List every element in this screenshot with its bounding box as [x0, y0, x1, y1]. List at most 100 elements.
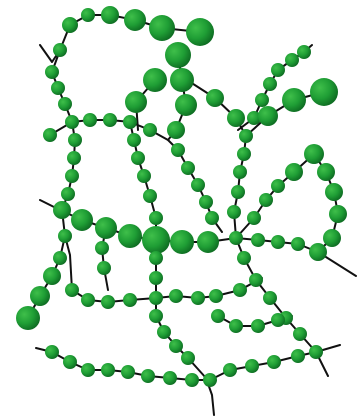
chain-line [156, 240, 206, 378]
bead [245, 359, 259, 373]
bead [304, 144, 324, 164]
bead [65, 283, 79, 297]
bead [171, 143, 185, 157]
bead [149, 15, 175, 41]
bead [157, 325, 171, 339]
bead [143, 123, 157, 137]
bead-layer [16, 6, 347, 387]
bead [291, 237, 305, 251]
bead [310, 78, 338, 106]
bead [169, 289, 183, 303]
bead [285, 163, 303, 181]
bead [191, 178, 205, 192]
bead [271, 63, 285, 77]
bead [123, 293, 137, 307]
bead [123, 115, 137, 129]
bead [259, 193, 273, 207]
bead [149, 291, 163, 305]
bead [101, 6, 119, 24]
bead [97, 261, 111, 275]
bead [58, 229, 72, 243]
bead [53, 251, 67, 265]
bead [206, 89, 224, 107]
bead [149, 211, 163, 225]
bead [149, 251, 163, 265]
bead [170, 68, 194, 92]
bead [175, 94, 197, 116]
bead [237, 251, 251, 265]
bead [251, 233, 265, 247]
bead [81, 8, 95, 22]
bead [239, 129, 253, 143]
bead [271, 235, 285, 249]
bead [68, 133, 82, 147]
bead [271, 179, 285, 193]
bead [118, 224, 142, 248]
bead [101, 295, 115, 309]
bead [65, 169, 79, 183]
bead [267, 355, 281, 369]
bead [293, 327, 307, 341]
bead [61, 187, 75, 201]
bead [191, 291, 205, 305]
bead [16, 306, 40, 330]
bead [205, 211, 219, 225]
bead [81, 363, 95, 377]
bead [53, 43, 67, 57]
bead [258, 106, 278, 126]
bead [149, 309, 163, 323]
bead [45, 345, 59, 359]
bead [263, 291, 277, 305]
bead [229, 231, 243, 245]
bead [185, 373, 199, 387]
bead [309, 243, 327, 261]
bead [231, 185, 245, 199]
bead [143, 189, 157, 203]
bead [81, 293, 95, 307]
bead [209, 289, 223, 303]
bead [43, 267, 61, 285]
bead [297, 45, 311, 59]
bead [237, 147, 251, 161]
bead [71, 209, 93, 231]
bead [233, 165, 247, 179]
bead [229, 319, 243, 333]
bead [323, 229, 341, 247]
bead [131, 151, 145, 165]
bead [282, 88, 306, 112]
bead [142, 226, 170, 254]
bead [167, 121, 185, 139]
bead [223, 363, 237, 377]
bead [95, 241, 109, 255]
bead [137, 169, 151, 183]
bead [121, 365, 135, 379]
bead [163, 371, 177, 385]
bead [83, 113, 97, 127]
bead [291, 349, 305, 363]
bead [203, 373, 217, 387]
bead [165, 42, 191, 68]
bead [249, 273, 263, 287]
bead [199, 195, 213, 209]
bead [30, 286, 50, 306]
bead [58, 97, 72, 111]
bead [186, 18, 214, 46]
bead [325, 183, 343, 201]
bead [247, 211, 261, 225]
bead [141, 369, 155, 383]
bead [51, 81, 65, 95]
bead [309, 345, 323, 359]
bead [125, 91, 147, 113]
bead [263, 77, 277, 91]
bead [103, 113, 117, 127]
bead [251, 319, 265, 333]
bead [233, 283, 247, 297]
bead [143, 68, 167, 92]
bead [197, 231, 219, 253]
bead [181, 351, 195, 365]
bead [53, 201, 71, 219]
bead [317, 163, 335, 181]
bead [227, 205, 241, 219]
